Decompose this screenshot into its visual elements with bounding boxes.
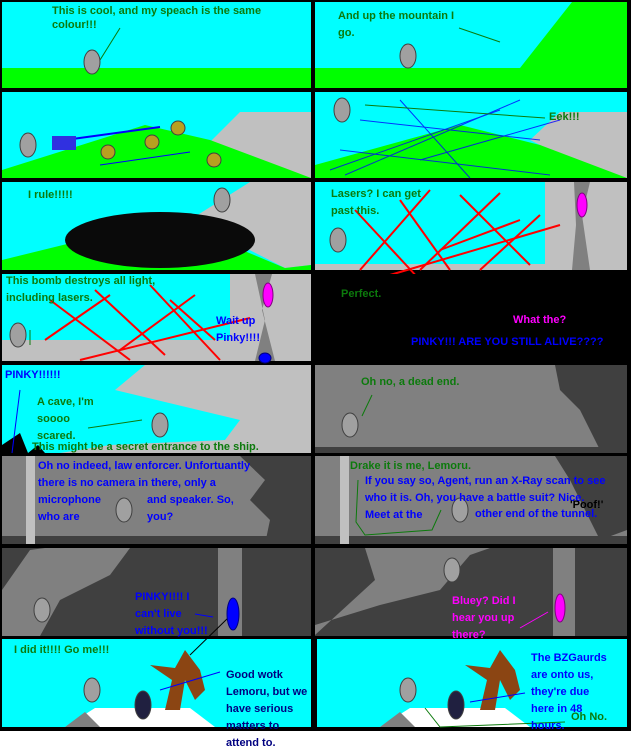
line: there?	[452, 629, 486, 641]
panel-9	[2, 365, 311, 454]
voice-panel-12-end: other end of the tunnel.	[475, 507, 597, 521]
line: are onto us,	[531, 669, 594, 681]
sfx-panel-12: 'Poof!'	[570, 498, 603, 512]
voice-panel-11: Oh no indeed, law enforcer. Unfortuantly…	[38, 458, 250, 492]
speech-panel-16: Oh No.	[571, 710, 607, 724]
speech-panel-6: Lasers? I can get past this.	[331, 186, 421, 220]
line: Pinky!!!!	[216, 332, 260, 344]
speech-panel-13: PINKY!!!! I can't live without you!!!	[135, 589, 208, 640]
line: including lasers.	[6, 292, 93, 304]
panel-4	[315, 92, 627, 179]
pink-speech-panel-8: What the?	[513, 313, 566, 327]
agent-figure	[134, 690, 465, 720]
line: This is cool, and my speach is the same	[52, 5, 262, 17]
line: Good wotk	[226, 669, 283, 681]
panel-10	[315, 365, 627, 453]
speech-panel-4: Eek!!!	[549, 110, 580, 124]
line: PINKY!!!!!!	[5, 369, 61, 381]
speech2-panel-9: This might be a secret entrance to the s…	[32, 440, 259, 454]
characters	[9, 43, 588, 720]
line: Bluey? Did I	[452, 595, 516, 607]
line: If you say so, Agent, run an X-Ray scan …	[365, 475, 606, 487]
line: I rule!!!!!	[28, 189, 73, 201]
line: here in 48	[531, 703, 583, 715]
line: attend to.	[226, 737, 276, 749]
line: have serious	[226, 703, 294, 715]
speech-panel-2: And up the mountain I go.	[338, 8, 454, 42]
bluey-figure	[226, 352, 272, 631]
speech-panel-10: Oh no, a dead end.	[361, 375, 459, 389]
line: past this.	[331, 205, 380, 217]
line: Drake it is me, Lemoru.	[350, 460, 472, 472]
line: Lemoru, but we	[226, 686, 308, 698]
line: A cave, I'm	[37, 396, 94, 408]
line: Oh No.	[571, 711, 608, 723]
line: Oh no, a dead end.	[361, 376, 460, 388]
pinky-figure	[262, 192, 588, 623]
voice-panel-11-right: and speaker. So, you?	[147, 492, 234, 526]
line: without you!!!	[135, 625, 208, 637]
speech-panel-12: Drake it is me, Lemoru.	[350, 459, 471, 473]
speech-panel-1: This is cool, and my speach is the same c…	[52, 4, 261, 32]
blue-speech-panel-8: PINKY!!! ARE YOU STILL ALIVE????	[411, 335, 604, 349]
panel-12	[315, 456, 627, 544]
panel-8	[315, 274, 627, 361]
line: I did it!!!! Go me!!!	[14, 644, 110, 656]
line: you?	[147, 511, 174, 523]
line: This bomb destroys all light,	[6, 275, 156, 287]
line: Meet at the	[365, 509, 423, 521]
line: can't live	[135, 608, 182, 620]
line: there is no camera in there, only a	[38, 477, 216, 489]
line: Eek!!!	[549, 111, 580, 123]
line: hours.	[531, 720, 565, 732]
speech-panel-5: I rule!!!!!	[28, 188, 73, 202]
line: The BZGaurds	[531, 652, 607, 664]
line: and speaker. So,	[147, 494, 234, 506]
line: Oh no indeed, law enforcer. Unfortuantly	[38, 460, 251, 472]
panel-6	[315, 182, 627, 281]
lemoru-figure	[9, 43, 469, 703]
panel-2	[315, 2, 627, 88]
line: microphone	[38, 494, 101, 506]
line: soooo	[37, 413, 70, 425]
guard-figures	[100, 120, 222, 168]
panel-5	[2, 182, 311, 270]
voice-panel-12: If you say so, Agent, run an X-Ray scan …	[365, 473, 605, 524]
line: What the?	[513, 314, 567, 326]
panel-11	[2, 456, 311, 544]
panel-1	[2, 2, 311, 88]
line: And up the mountain I	[338, 10, 455, 22]
line: scared.	[37, 430, 76, 442]
line: PINKY!!! ARE YOU STILL ALIVE????	[411, 336, 604, 348]
blue-speech-panel-16: The BZGaurds are onto us, they're due here …	[531, 650, 607, 735]
speech-panel-15: I did it!!!! Go me!!!	[14, 643, 109, 657]
line: PINKY!!!! I	[135, 591, 190, 603]
line: other end of the tunnel.	[475, 508, 598, 520]
line: Perfect.	[341, 288, 382, 300]
line: go.	[338, 27, 355, 39]
speech-panel-14: Bluey? Did I hear you up there?	[452, 593, 516, 644]
speech-panel-9: A cave, I'm soooo scared.	[37, 394, 94, 445]
line: who it is. Oh, you have a battle suit? N…	[365, 492, 585, 504]
speech-panel-8: Perfect.	[341, 287, 381, 301]
line: colour!!!	[52, 19, 97, 31]
speech-panel-7: This bomb destroys all light, including l…	[6, 273, 155, 307]
line: Lasers? I can get	[331, 188, 421, 200]
shout-panel-9: PINKY!!!!!!	[5, 368, 61, 382]
panel-7	[2, 274, 311, 361]
panel-15	[2, 617, 311, 727]
voice-panel-11-left: microphone who are	[38, 492, 101, 526]
line: matters to	[226, 720, 280, 732]
line: hear you up	[452, 612, 515, 624]
line: they're due	[531, 686, 590, 698]
line: Wait up	[216, 315, 256, 327]
reply-panel-7: Wait up Pinky!!!!	[216, 313, 260, 347]
line: This might be a secret entrance to the s…	[32, 441, 259, 453]
line: who are	[38, 511, 80, 523]
line: 'Poof!'	[570, 499, 604, 511]
panel-3	[2, 92, 311, 178]
